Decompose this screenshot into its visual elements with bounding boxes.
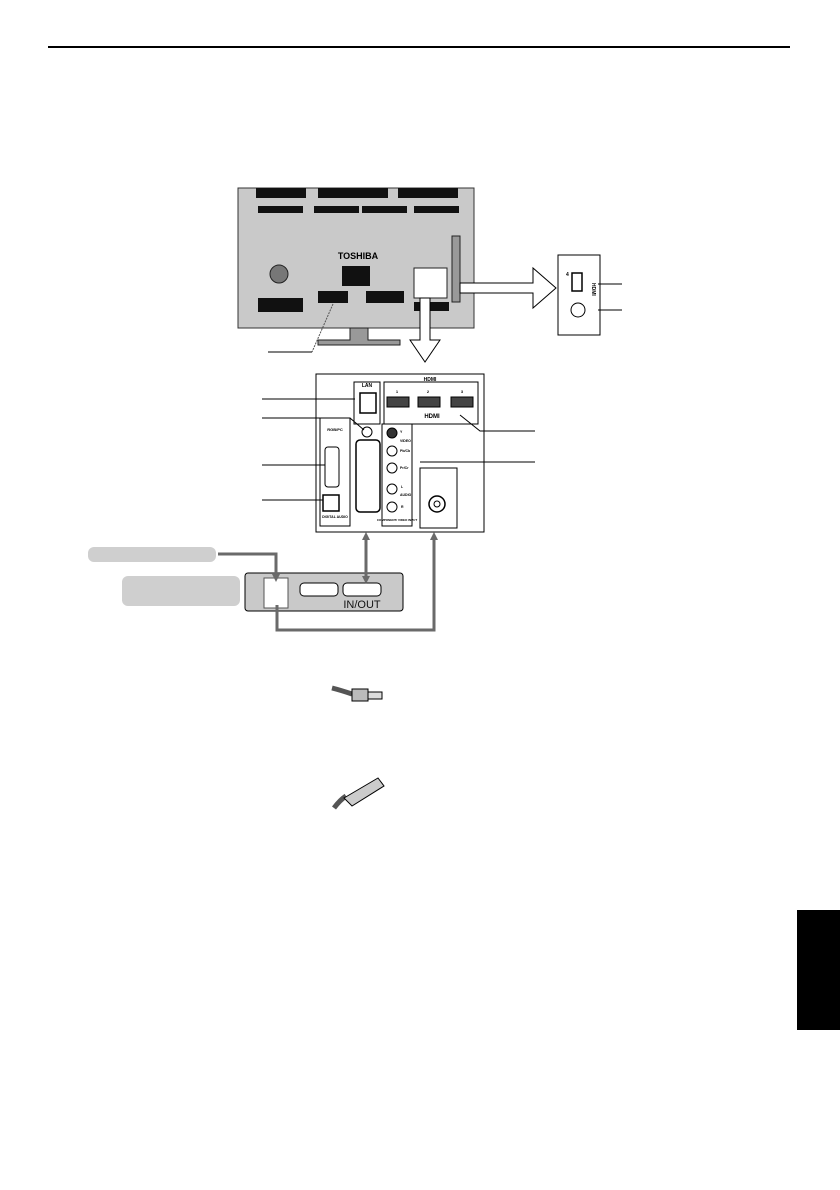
tv-back-illustration: TOSHIBA (237, 187, 475, 353)
side-panel-illustration: HDMI 4 (557, 254, 622, 336)
external-device-illustration: IN/OUT (244, 572, 404, 612)
callout-box-device (122, 576, 240, 606)
vga-port-icon (324, 446, 340, 488)
arrow-down-icon (409, 297, 441, 363)
y-label: Y (400, 430, 403, 434)
rca-jack-icon (386, 462, 398, 474)
hdmi-port-icon (386, 396, 410, 408)
r-label: R (401, 505, 404, 509)
cables (218, 538, 436, 632)
scart-plug-icon (332, 777, 385, 810)
optical-port-icon (322, 494, 340, 512)
lan-label: LAN (362, 383, 373, 389)
antenna-plug-icon (331, 685, 383, 702)
video-label: VIDEO (400, 439, 411, 443)
callout-box-antenna (88, 547, 216, 562)
pb-label: Pb/Cb (400, 449, 410, 453)
rgb-pc-label: RGB/PC (327, 427, 343, 432)
hdmi-port-icon (450, 396, 474, 408)
tv-brand-logo: TOSHIBA (338, 251, 379, 261)
scart-port-icon (342, 582, 382, 597)
component-input-label: COMPONENT/ VIDEO INPUT (377, 518, 418, 522)
lan-port-icon (359, 392, 377, 414)
side-hdmi-label: HDMI (590, 283, 596, 296)
headphone-jack-icon (570, 302, 586, 318)
scart-port-icon (355, 439, 381, 513)
rca-jack-icon (386, 445, 398, 457)
rca-jack-icon (386, 427, 398, 439)
rca-jack-icon (386, 501, 398, 513)
pr-label: Pr/Cr (400, 466, 409, 470)
hdmi-header: HDMI (424, 377, 437, 383)
scart-port-icon (299, 582, 339, 597)
arrow-right-icon (459, 266, 557, 310)
hdmi-logo: HDMI (424, 414, 440, 420)
hdmi-2-label: 2 (427, 389, 430, 394)
rca-jack-icon (386, 483, 398, 495)
l-label: L (401, 485, 404, 489)
hdmi4-port-icon (571, 272, 583, 292)
header-rule (48, 46, 790, 48)
port-panel-illustration: LAN HDMI 1 2 3 HDMI RGB/PC DIGITAL AUDIO… (262, 373, 535, 533)
hdmi-3-label: 3 (461, 389, 464, 394)
digital-audio-label: DIGITAL AUDIO (322, 515, 348, 519)
hdmi-1-label: 1 (396, 389, 399, 394)
side-hdmi-number: 4 (566, 272, 569, 278)
audio-label: AUDIO (400, 493, 412, 497)
in-out-label: IN/OUT (343, 599, 381, 611)
hdmi-port-icon (417, 396, 441, 408)
language-tab (797, 910, 840, 1030)
